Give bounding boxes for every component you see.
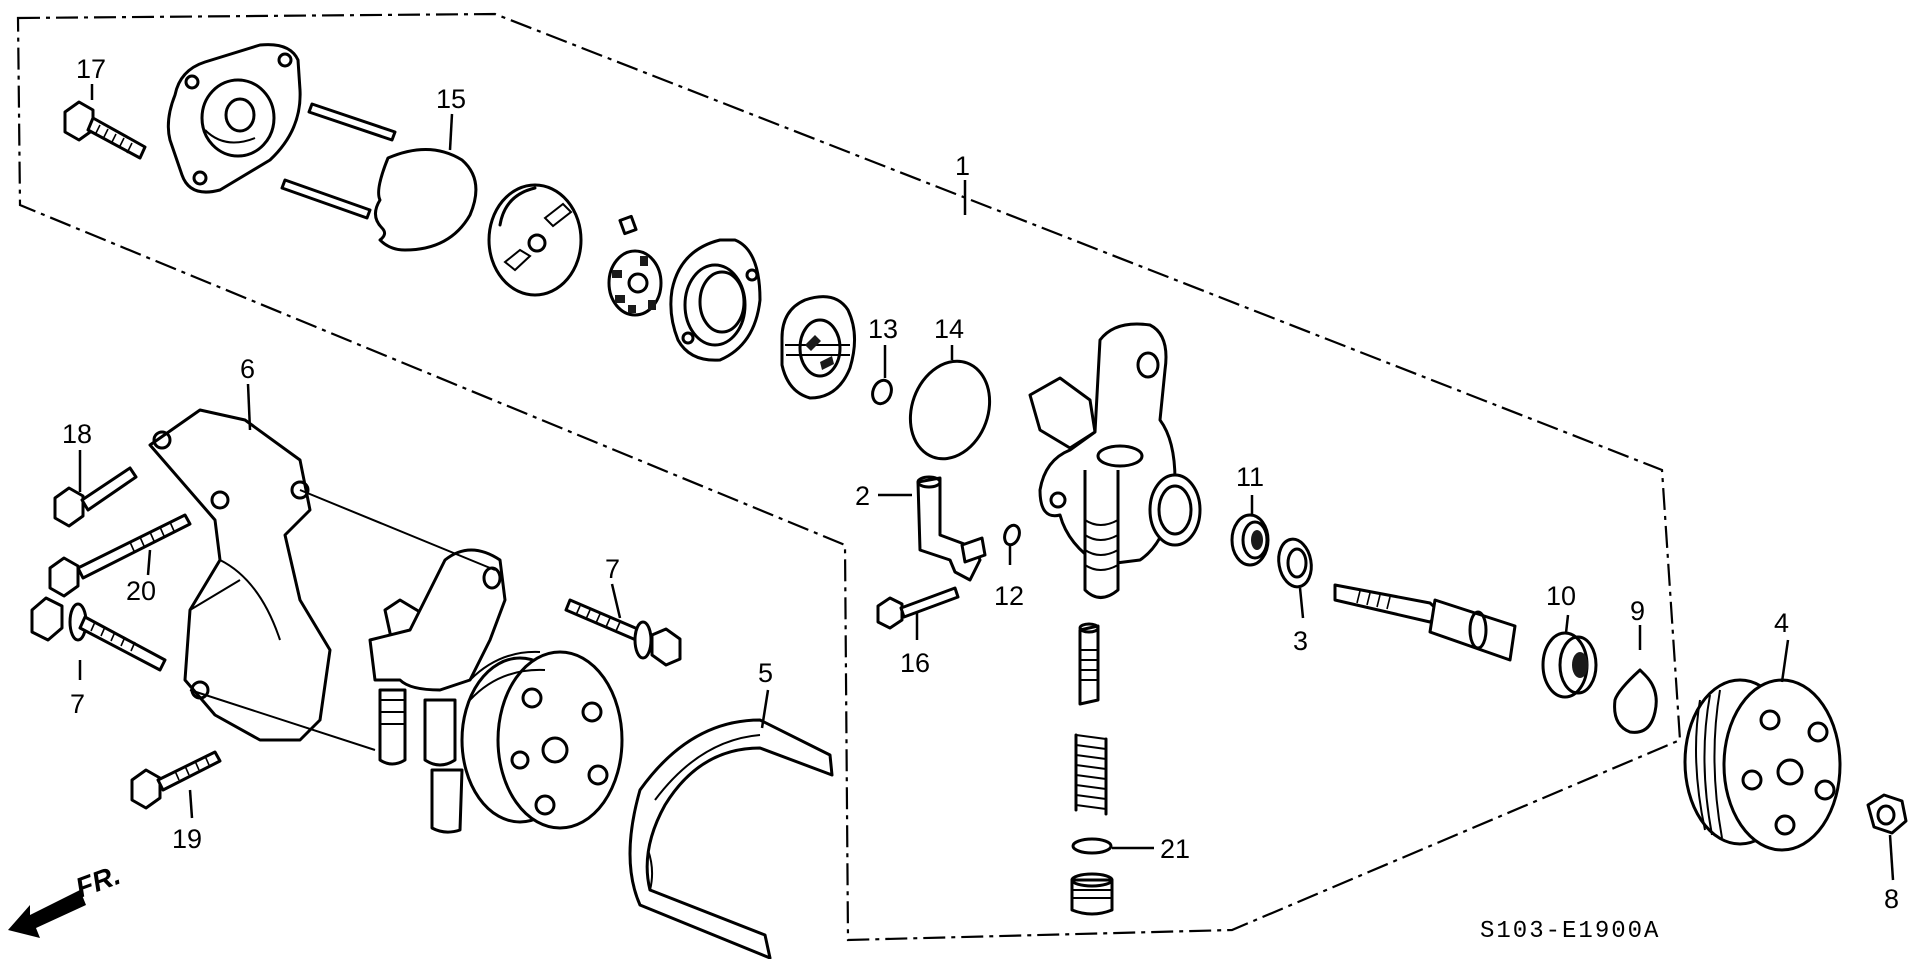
callout-2: 2 xyxy=(855,481,870,511)
callout-11: 11 xyxy=(1236,462,1264,492)
pulley-4 xyxy=(1683,678,1842,852)
callout-3: 3 xyxy=(1293,626,1308,656)
callout-6: 6 xyxy=(240,354,255,384)
o-ring-14 xyxy=(908,359,992,461)
bearing-11 xyxy=(1230,513,1270,567)
callout-7-right: 7 xyxy=(605,554,620,584)
outlet-fitting xyxy=(916,475,987,582)
dowel-pins xyxy=(280,102,397,220)
o-ring-15 xyxy=(374,148,478,252)
pump-bracket-6 xyxy=(148,408,332,742)
assembly-boundary xyxy=(16,12,1682,942)
direction-label: FR. xyxy=(71,859,124,904)
rotor xyxy=(607,249,663,317)
cam-ring xyxy=(669,238,762,362)
callout-14: 14 xyxy=(934,314,964,344)
callout-15: 15 xyxy=(436,84,466,114)
bolt-7-right xyxy=(564,598,682,667)
drive-shaft xyxy=(1333,583,1517,662)
bearing-10 xyxy=(1541,631,1598,699)
bolt-7-left xyxy=(30,596,167,672)
callout-20: 20 xyxy=(126,576,156,606)
nut-8 xyxy=(1866,793,1908,835)
pressure-plate xyxy=(780,295,856,400)
snap-ring-9 xyxy=(1613,668,1658,734)
diagram-code: S103-E1900A xyxy=(1480,918,1660,945)
bolt-18 xyxy=(53,466,138,528)
callout-5: 5 xyxy=(758,658,773,688)
side-plate xyxy=(487,183,583,297)
callout-1: 1 xyxy=(955,151,970,181)
callout-16: 16 xyxy=(900,648,930,678)
callout-8: 8 xyxy=(1884,884,1899,914)
callout-12: 12 xyxy=(994,581,1024,611)
callout-17: 17 xyxy=(76,54,106,84)
callout-13: 13 xyxy=(868,314,898,344)
bolt-20 xyxy=(48,513,192,598)
drive-belt-5 xyxy=(628,718,834,959)
valve-spring xyxy=(1074,733,1108,816)
vane xyxy=(618,214,638,236)
callout-4: 4 xyxy=(1774,608,1789,638)
leader-lines xyxy=(78,84,1895,881)
bolt-17 xyxy=(63,100,147,160)
pump-body xyxy=(1028,322,1202,599)
o-ring-13 xyxy=(871,378,893,406)
callout-18: 18 xyxy=(62,419,92,449)
flow-control-valve xyxy=(1078,622,1100,706)
assembled-pump xyxy=(368,548,624,834)
bolt-16 xyxy=(876,586,960,630)
callout-9: 9 xyxy=(1630,596,1645,626)
front-direction-arrow xyxy=(8,890,86,938)
seal-3 xyxy=(1277,537,1313,589)
o-ring-21 xyxy=(1071,837,1113,855)
pump-cover xyxy=(166,43,302,194)
washer-12 xyxy=(1003,523,1021,547)
assembly-line xyxy=(189,489,496,751)
callout-19: 19 xyxy=(172,824,202,854)
valve-plug xyxy=(1070,872,1114,916)
callout-10: 10 xyxy=(1546,581,1576,611)
callout-21: 21 xyxy=(1160,834,1190,864)
callout-7-left: 7 xyxy=(70,689,85,719)
bolt-19 xyxy=(130,750,222,810)
